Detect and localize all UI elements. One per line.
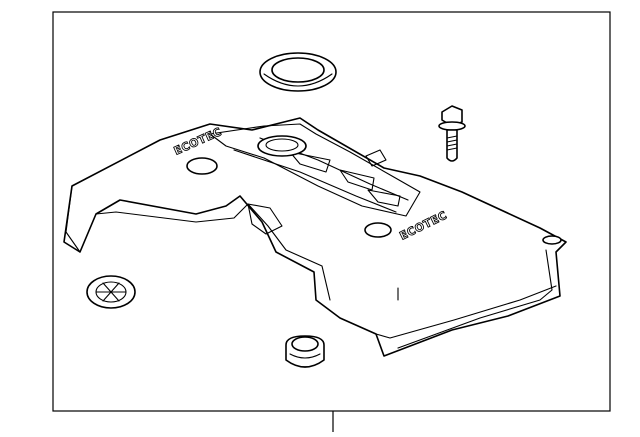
rubber-insulator — [285, 335, 325, 368]
mounting-bolt — [438, 105, 466, 162]
retainer-clip — [86, 275, 136, 309]
grommet-ring — [259, 52, 337, 92]
engine-cover: ECOTEC ECOTEC — [63, 117, 567, 357]
